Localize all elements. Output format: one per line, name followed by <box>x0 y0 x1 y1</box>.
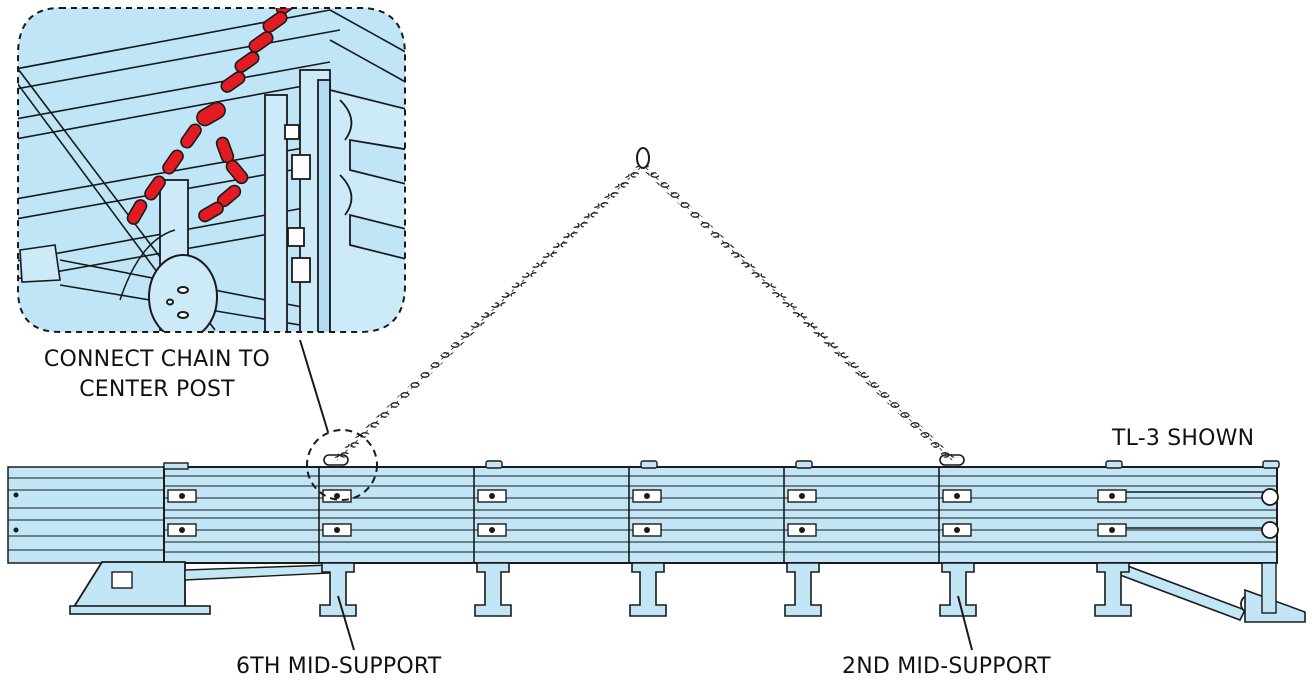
second-mid-support-label: 2ND MID-SUPPORT <box>842 654 1051 679</box>
tl3-shown-label: TL-3 SHOWN <box>1112 426 1255 451</box>
connect-leader-line <box>299 339 329 433</box>
guardrail-barrier <box>7 460 1306 623</box>
connect-chain-callout: CONNECT CHAIN TO CENTER POST <box>22 345 292 405</box>
sixth-mid-support-label: 6TH MID-SUPPORT <box>236 654 442 679</box>
connect-callout-line2: CENTER POST <box>79 377 235 402</box>
lifting-chain <box>323 147 965 466</box>
detail-inset <box>17 7 406 333</box>
connect-callout-line1: CONNECT CHAIN TO <box>43 347 271 372</box>
second-support-leader <box>957 595 973 651</box>
sixth-support-leader <box>337 595 355 651</box>
connection-highlight-circle <box>306 429 378 501</box>
